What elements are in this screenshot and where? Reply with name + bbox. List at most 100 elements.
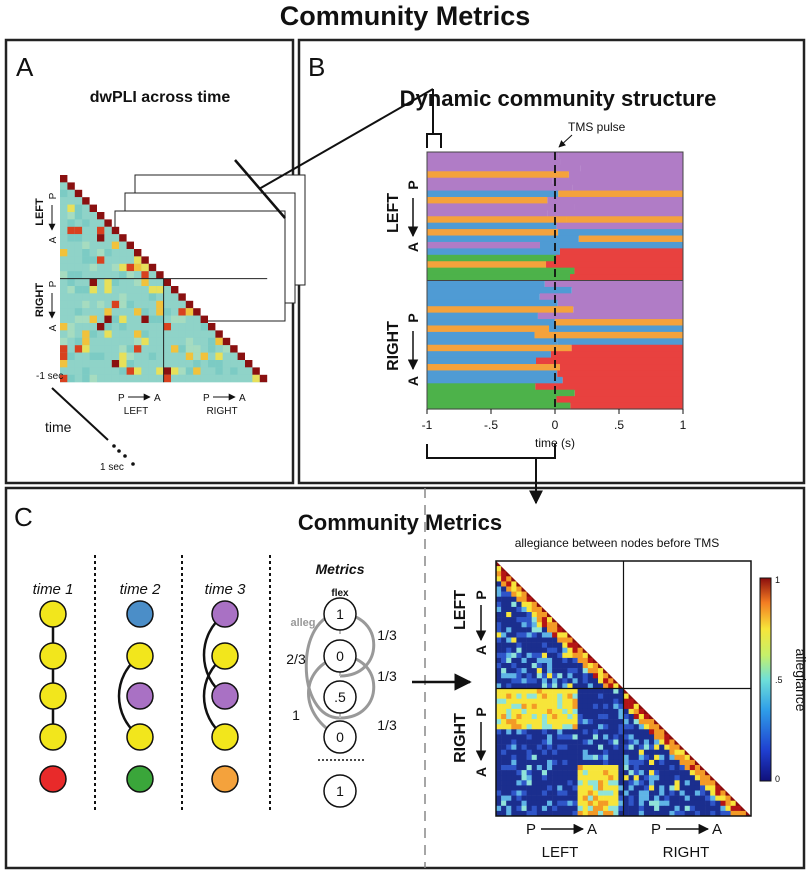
allegiance-cell xyxy=(725,800,731,807)
panel-a-end-label: 1 sec xyxy=(100,462,124,473)
dwpli-cell xyxy=(237,360,245,368)
allegiance-cell xyxy=(572,652,578,659)
allegiance-cell xyxy=(541,780,548,786)
allegiance-cell xyxy=(547,749,553,756)
allegiance-cell xyxy=(552,683,558,689)
dwpli-cell xyxy=(156,286,164,294)
community-row-post xyxy=(535,383,683,391)
dwpli-cell xyxy=(60,271,68,279)
allegiance-cell xyxy=(526,810,532,817)
allegiance-cell xyxy=(654,734,660,740)
allegiance-cell xyxy=(633,800,640,807)
allegiance-cell xyxy=(501,576,507,582)
allegiance-cell xyxy=(618,754,624,761)
allegiance-cell xyxy=(572,800,578,807)
dwpli-cell xyxy=(82,256,90,264)
allegiance-cell xyxy=(496,754,502,761)
dwpli-cell xyxy=(89,204,97,212)
dwpli-cell xyxy=(60,367,68,375)
allegiance-cell xyxy=(592,810,599,817)
dwpli-cell xyxy=(171,337,179,346)
allegiance-cell xyxy=(643,785,650,791)
panel-a-a-right: A xyxy=(48,324,59,331)
allegiance-cell xyxy=(526,729,532,735)
allegiance-cell xyxy=(592,734,599,740)
allegiance-cell xyxy=(567,642,573,648)
allegiance-cell xyxy=(643,749,650,756)
dwpli-cell xyxy=(163,293,171,301)
metric-node xyxy=(323,639,357,673)
community-row-post xyxy=(558,190,683,198)
network-node xyxy=(39,723,67,751)
allegiance-cell xyxy=(618,698,624,705)
allegiance-cell xyxy=(562,642,568,648)
dwpli-matrix-stack xyxy=(60,174,306,383)
allegiance-cell xyxy=(669,749,675,756)
allegiance-cell xyxy=(547,632,553,638)
allegiance-cell xyxy=(587,810,594,817)
allegiance-cell xyxy=(587,739,594,745)
dwpli-cell xyxy=(60,197,68,205)
community-row-pre xyxy=(427,164,581,172)
allegiance-cell xyxy=(638,739,645,745)
allegiance-cell xyxy=(531,657,538,664)
dwpli-cell xyxy=(163,308,171,316)
allegiance-cell xyxy=(613,744,619,750)
allegiance-cell xyxy=(541,622,548,628)
allegiance-cell xyxy=(725,795,731,801)
allegiance-cell xyxy=(506,703,512,710)
allegiance-cell xyxy=(592,678,599,684)
allegiance-cell xyxy=(511,581,517,587)
allegiance-cell xyxy=(506,724,512,730)
allegiance-cell xyxy=(526,800,532,807)
allegiance-cell xyxy=(526,719,532,725)
allegiance-cell xyxy=(623,795,629,801)
allegiance-cell xyxy=(511,586,517,592)
allegiance-cell xyxy=(598,770,604,776)
allegiance-cell xyxy=(496,566,502,572)
community-row-post xyxy=(570,274,683,282)
dwpli-cell xyxy=(82,323,90,331)
allegiance-cell xyxy=(511,754,517,761)
allegiance-cell xyxy=(496,612,502,618)
community-row-pre xyxy=(427,241,541,249)
allegiance-cell xyxy=(582,719,589,725)
dwpli-cell xyxy=(82,330,90,338)
allegiance-cell xyxy=(536,714,543,720)
allegiance-cell xyxy=(526,765,532,771)
allegiance-cell xyxy=(531,622,538,628)
allegiance-cell xyxy=(623,749,629,756)
allegiance-cell xyxy=(547,739,553,745)
allegiance-cell xyxy=(587,734,594,740)
allegiance-cell xyxy=(654,805,660,812)
allegiance-cell xyxy=(567,729,573,735)
allegiance-cell xyxy=(664,770,670,776)
metric-node xyxy=(323,720,357,754)
allegiance-cell xyxy=(547,678,553,684)
allegiance-cell xyxy=(633,749,640,756)
allegiance-cell xyxy=(710,785,716,791)
allegiance-cell xyxy=(552,805,558,812)
allegiance-cell xyxy=(694,775,701,781)
allegiance-cell xyxy=(567,719,573,725)
allegiance-cell xyxy=(700,770,706,776)
allegiance-cell xyxy=(674,810,680,817)
dwpli-cell xyxy=(97,323,105,331)
community-row-post xyxy=(571,344,683,352)
allegiance-cell xyxy=(598,734,604,740)
dwpli-cell xyxy=(222,337,231,346)
dwpli-cell xyxy=(126,345,134,353)
allegiance-cell xyxy=(506,795,512,801)
allegiance-cell xyxy=(526,668,532,674)
allegiance-cell xyxy=(496,657,502,664)
allegiance-cell xyxy=(598,754,604,761)
allegiance-cell xyxy=(547,770,553,776)
allegiance-cell xyxy=(557,683,563,689)
allegiance-cell xyxy=(496,749,502,756)
dwpli-cell xyxy=(74,241,83,249)
allegiance-cell xyxy=(496,632,502,638)
allegiance-cell xyxy=(506,647,512,654)
allegiance-cell xyxy=(603,714,609,720)
allegiance-cell xyxy=(501,612,507,618)
allegiance-cell xyxy=(536,739,543,745)
